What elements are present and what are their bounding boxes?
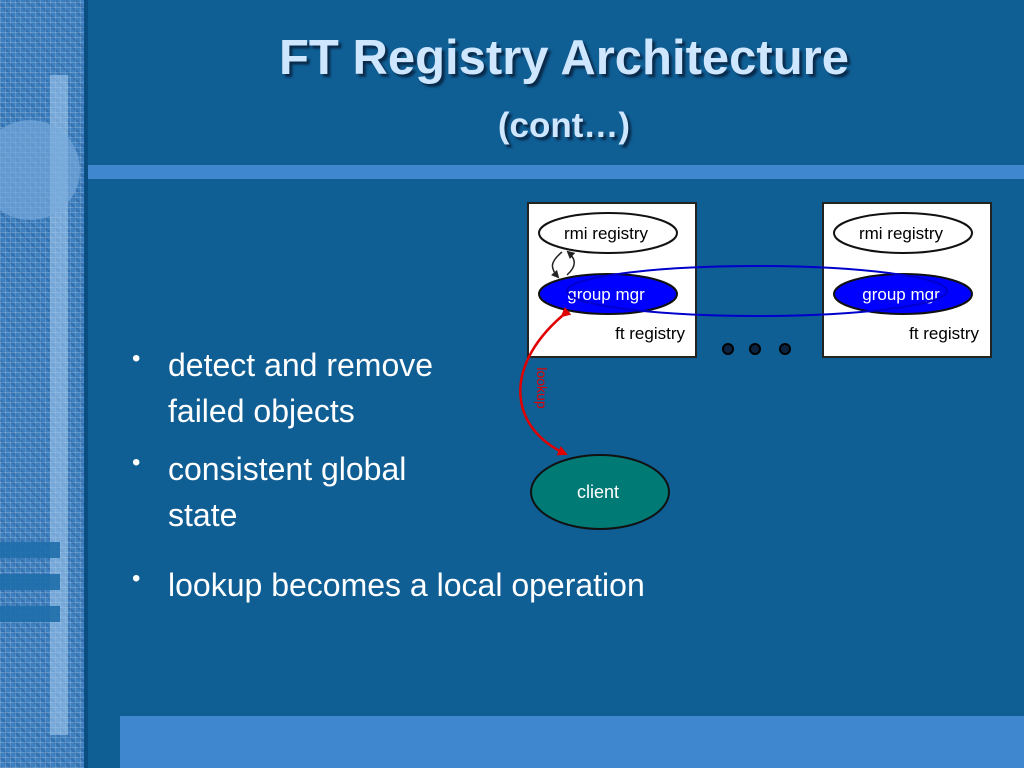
title-divider <box>88 165 1024 179</box>
right-ft-registry-label: ft registry <box>909 324 979 343</box>
client-label: client <box>577 482 619 502</box>
slide-subtitle: (cont…) <box>497 106 631 145</box>
left-group-mgr-label: group mgr <box>567 285 645 304</box>
left-ft-registry-label: ft registry <box>615 324 685 343</box>
lookup-arrow <box>519 306 572 456</box>
slide-title: FT Registry Architecture <box>279 31 849 85</box>
ellipsis-dot <box>722 343 734 355</box>
strip-edge <box>84 0 88 768</box>
group-membership-ring <box>566 265 948 317</box>
bullet-text: lookup becomes a local operation <box>168 562 645 608</box>
decorative-side-strip <box>0 0 88 768</box>
left-rmi-registry-label: rmi registry <box>564 224 649 243</box>
rmi-to-group-arrow <box>566 250 576 276</box>
bullet-dot-icon: • <box>132 345 141 372</box>
footer-bar <box>120 716 1024 768</box>
right-rmi-registry-label: rmi registry <box>859 224 944 243</box>
strip-circle-ornament <box>0 120 80 220</box>
bullet-text: detect and remove failed objects <box>168 342 433 435</box>
bullet-line: consistent global <box>168 451 407 487</box>
right-rmi-registry-node <box>833 212 973 254</box>
bullet-line: state <box>168 497 238 534</box>
bullet-text: consistent global state <box>168 446 406 539</box>
lookup-arrow-label: lookup <box>534 367 550 408</box>
bullet-item: • lookup becomes a local operation <box>132 562 645 608</box>
strip-bar <box>0 606 60 622</box>
bullet-line: lookup becomes a local operation <box>168 567 645 603</box>
strip-vertical-band <box>50 75 68 735</box>
bullet-dot-icon: • <box>132 565 141 592</box>
bullet-line: detect and remove <box>168 347 434 383</box>
bullet-item: • detect and remove failed objects <box>132 342 433 435</box>
right-group-mgr-label: group mgr <box>862 285 940 304</box>
left-rmi-registry-node <box>538 212 678 254</box>
client-node <box>530 454 670 530</box>
bullet-line: failed objects <box>168 393 355 430</box>
ellipsis-dot <box>779 343 791 355</box>
strip-bar <box>0 542 60 558</box>
bullet-item: • consistent global state <box>132 446 406 539</box>
strip-bar <box>0 574 60 590</box>
group-to-rmi-arrow <box>551 251 563 279</box>
ellipsis-dot <box>749 343 761 355</box>
bullet-dot-icon: • <box>132 449 141 476</box>
